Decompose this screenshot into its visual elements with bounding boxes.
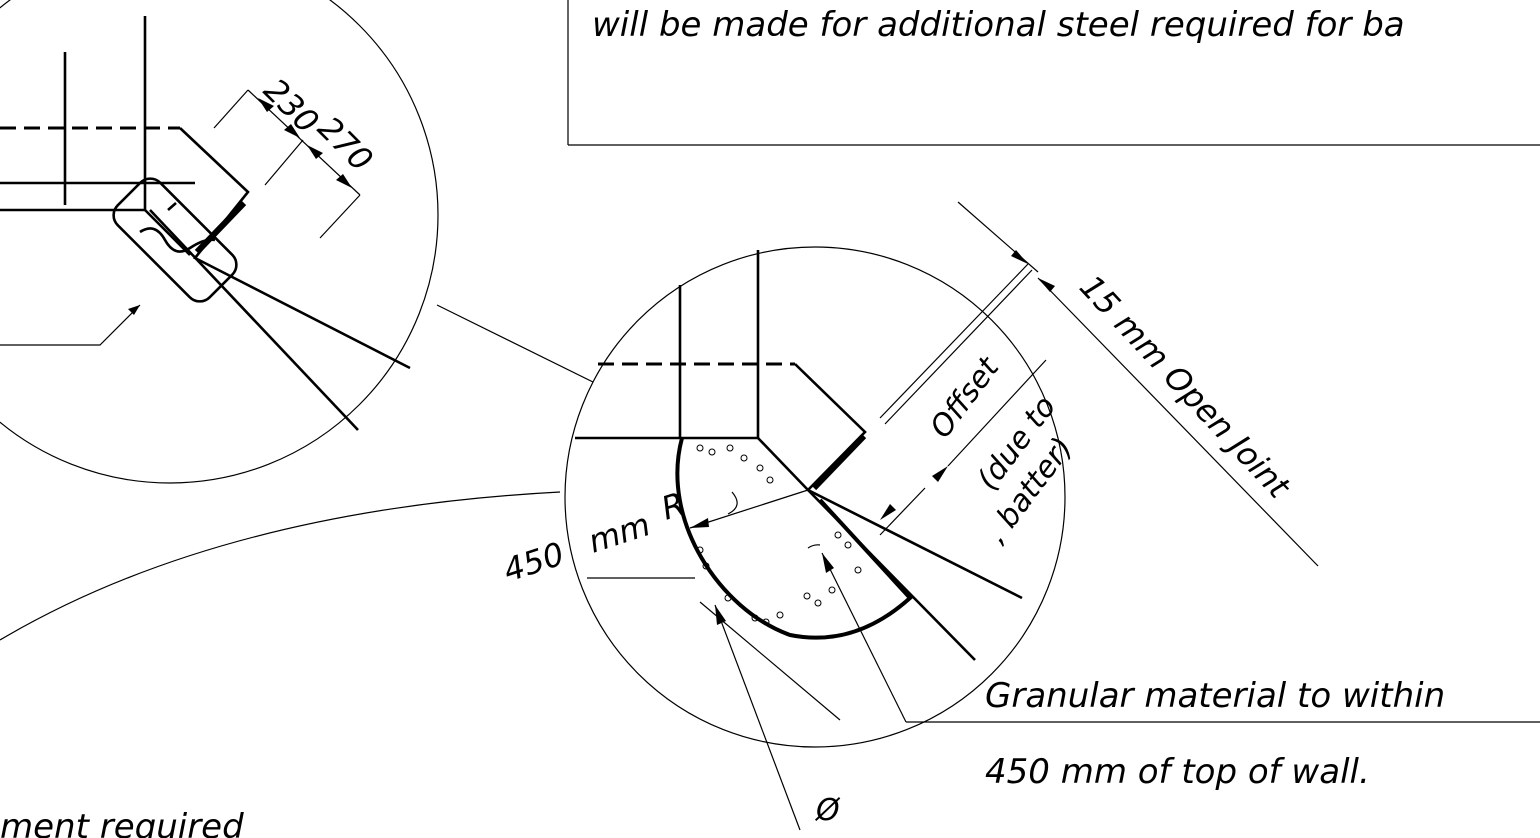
detail-circle-left	[0, 0, 439, 484]
callout-line-1: Granular material to within	[985, 676, 1445, 716]
leader-connector	[436, 304, 594, 383]
detail-circle-right	[564, 201, 1540, 831]
radius-unit: mm	[584, 505, 655, 560]
radius-value: 450	[499, 535, 569, 590]
callout-line-2: 450 mm of top of wall.	[985, 752, 1370, 792]
large-arc	[0, 491, 561, 641]
radius-symbol: R	[657, 485, 690, 528]
note-box	[567, 0, 1540, 146]
note-text-top: will be made for additional steel requir…	[592, 5, 1405, 45]
open-joint-label: 15 mm Open Joint	[1072, 268, 1298, 507]
note-text-bottom-left: ment required	[0, 807, 244, 838]
offset-label: Offset	[923, 350, 1007, 445]
diameter-symbol: Ø	[814, 793, 841, 828]
